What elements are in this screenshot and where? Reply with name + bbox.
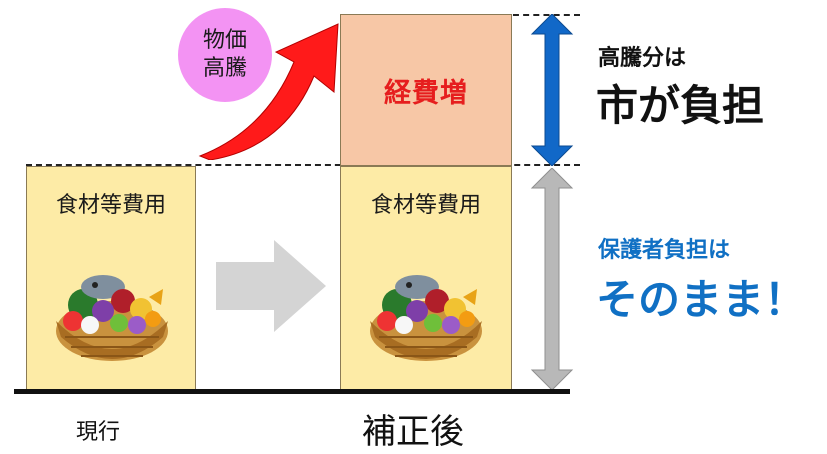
current-food-cost-box: 食材等費用 [26, 166, 196, 390]
city-note-small: 高騰分は [598, 46, 687, 71]
current-caption: 現行 [76, 420, 121, 445]
food-basket-icon [370, 275, 482, 361]
cost-increase-box: 経費増 [340, 14, 512, 166]
bubble-line-2: 高騰 [202, 56, 247, 81]
after-food-cost-box: 食材等費用 [340, 166, 512, 390]
guardian-note-small: 保護者負担は [598, 238, 731, 263]
after-caption: 補正後 [362, 412, 464, 452]
guardian-note-big: そのまま！ [596, 275, 807, 324]
red-rising-arrow-icon [198, 23, 339, 160]
mid-dashed-line [26, 164, 580, 166]
gray-right-arrow-icon [216, 240, 326, 332]
food-basket-icon [56, 275, 168, 361]
baseline [14, 389, 570, 394]
price-surge-bubble: 物価 高騰 [178, 8, 272, 102]
cost-increase-label: 経費増 [384, 77, 468, 109]
bubble-line-1: 物価 [202, 28, 247, 53]
gray-double-arrow-icon [530, 168, 574, 390]
blue-double-arrow-icon [530, 14, 574, 166]
after-food-cost-label: 食材等費用 [370, 193, 481, 218]
city-note-big: 市が負担 [596, 81, 765, 130]
current-food-cost-label: 食材等費用 [55, 193, 166, 218]
